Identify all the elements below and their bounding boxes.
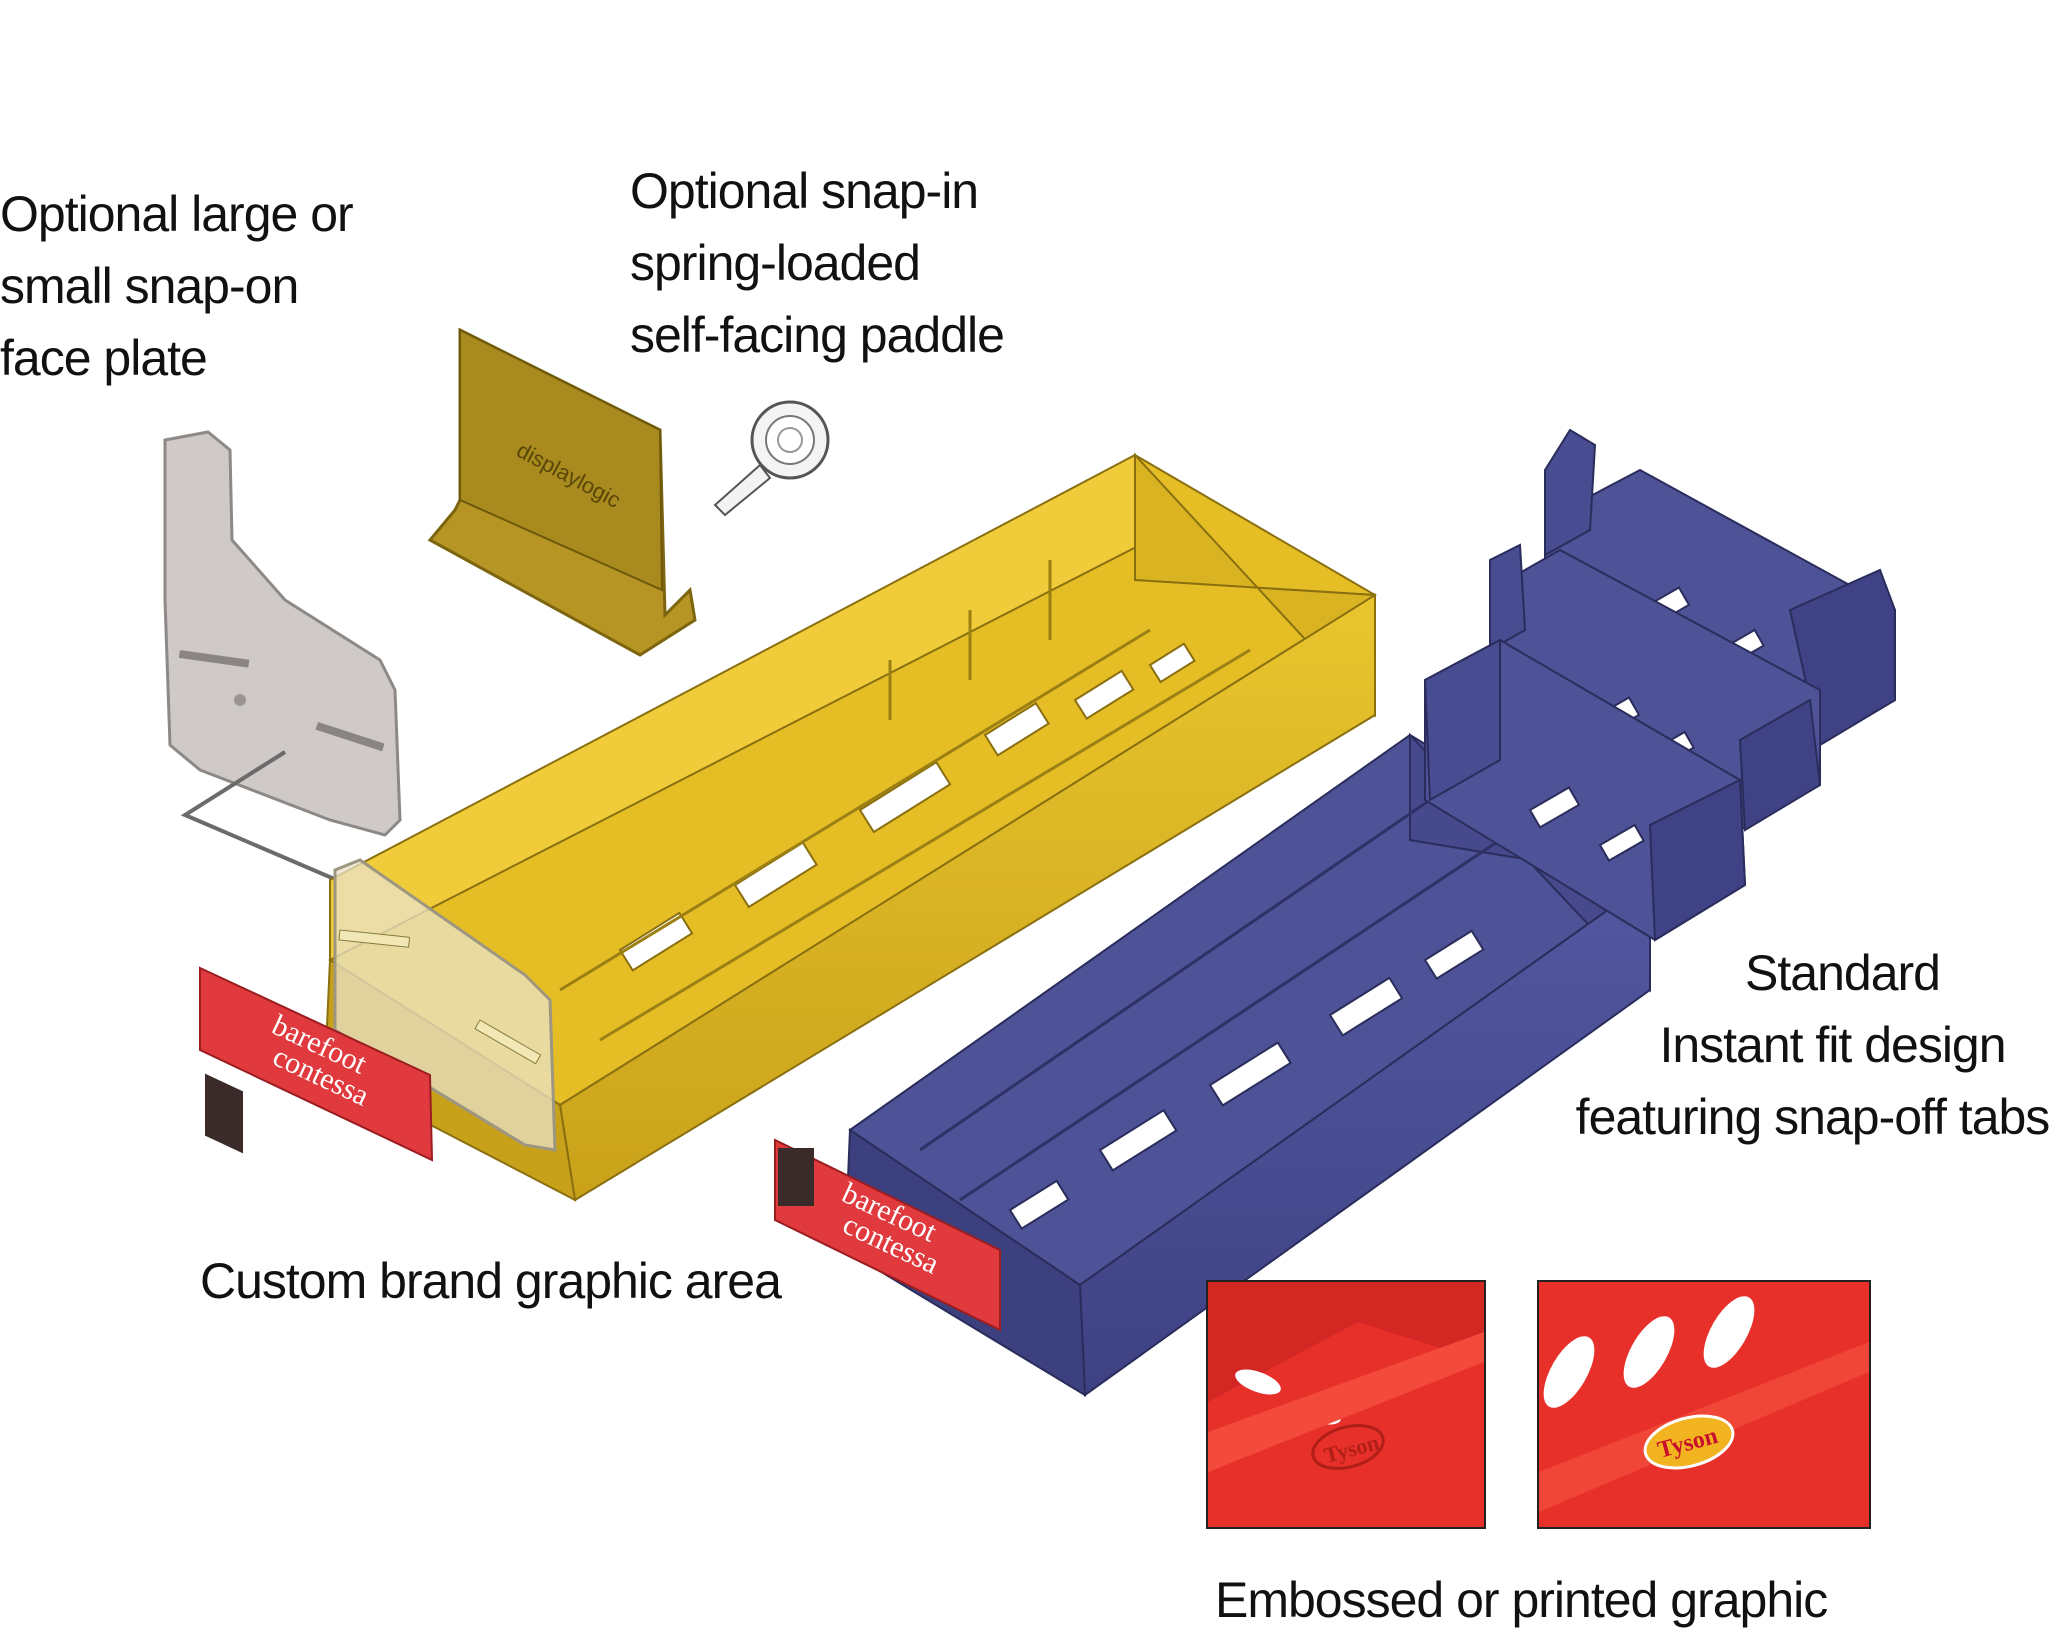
callout-paddle: Optional snap-in spring-loaded self-faci… (630, 155, 1005, 371)
callout-embossed-text: Embossed or printed graphic (1215, 1572, 1828, 1628)
callout-face-plate-line3: face plate (0, 330, 208, 386)
callout-standard-line2: Instant fit design (1659, 1017, 2006, 1073)
brand-strip-yellow: barefoot contessa (199, 966, 434, 1162)
blue-modules (1423, 428, 1896, 942)
callout-face-plate: Optional large or small snap-on face pla… (0, 178, 354, 394)
callout-standard-line1: Standard (1745, 945, 1941, 1001)
callout-paddle-line3: self-facing paddle (630, 307, 1005, 363)
embossed-inset: Tyson (1206, 1280, 1486, 1529)
callout-face-plate-line2: small snap-on (0, 258, 299, 314)
face-plate (163, 430, 402, 837)
callout-paddle-line1: Optional snap-in (630, 163, 979, 219)
connector-line (180, 750, 361, 892)
printed-inset: Tyson (1537, 1280, 1871, 1529)
callout-standard: Standard Instant fit design featuring sn… (1560, 937, 2065, 1153)
callout-paddle-line2: spring-loaded (630, 235, 921, 291)
brand-strip-blue: barefoot contessa (774, 1138, 1001, 1332)
brand-photo (205, 1073, 243, 1154)
callout-face-plate-line1: Optional large or (0, 186, 354, 242)
callout-custom-brand-text: Custom brand graphic area (200, 1253, 782, 1309)
paddle: displaylogic (427, 327, 697, 657)
spring-coil (713, 400, 830, 517)
callout-custom-brand: Custom brand graphic area (200, 1245, 782, 1317)
callout-standard-line3: featuring snap-off tabs (1575, 1089, 2051, 1145)
brand-photo-2 (778, 1148, 814, 1206)
callout-embossed: Embossed or printed graphic (1215, 1564, 1828, 1636)
